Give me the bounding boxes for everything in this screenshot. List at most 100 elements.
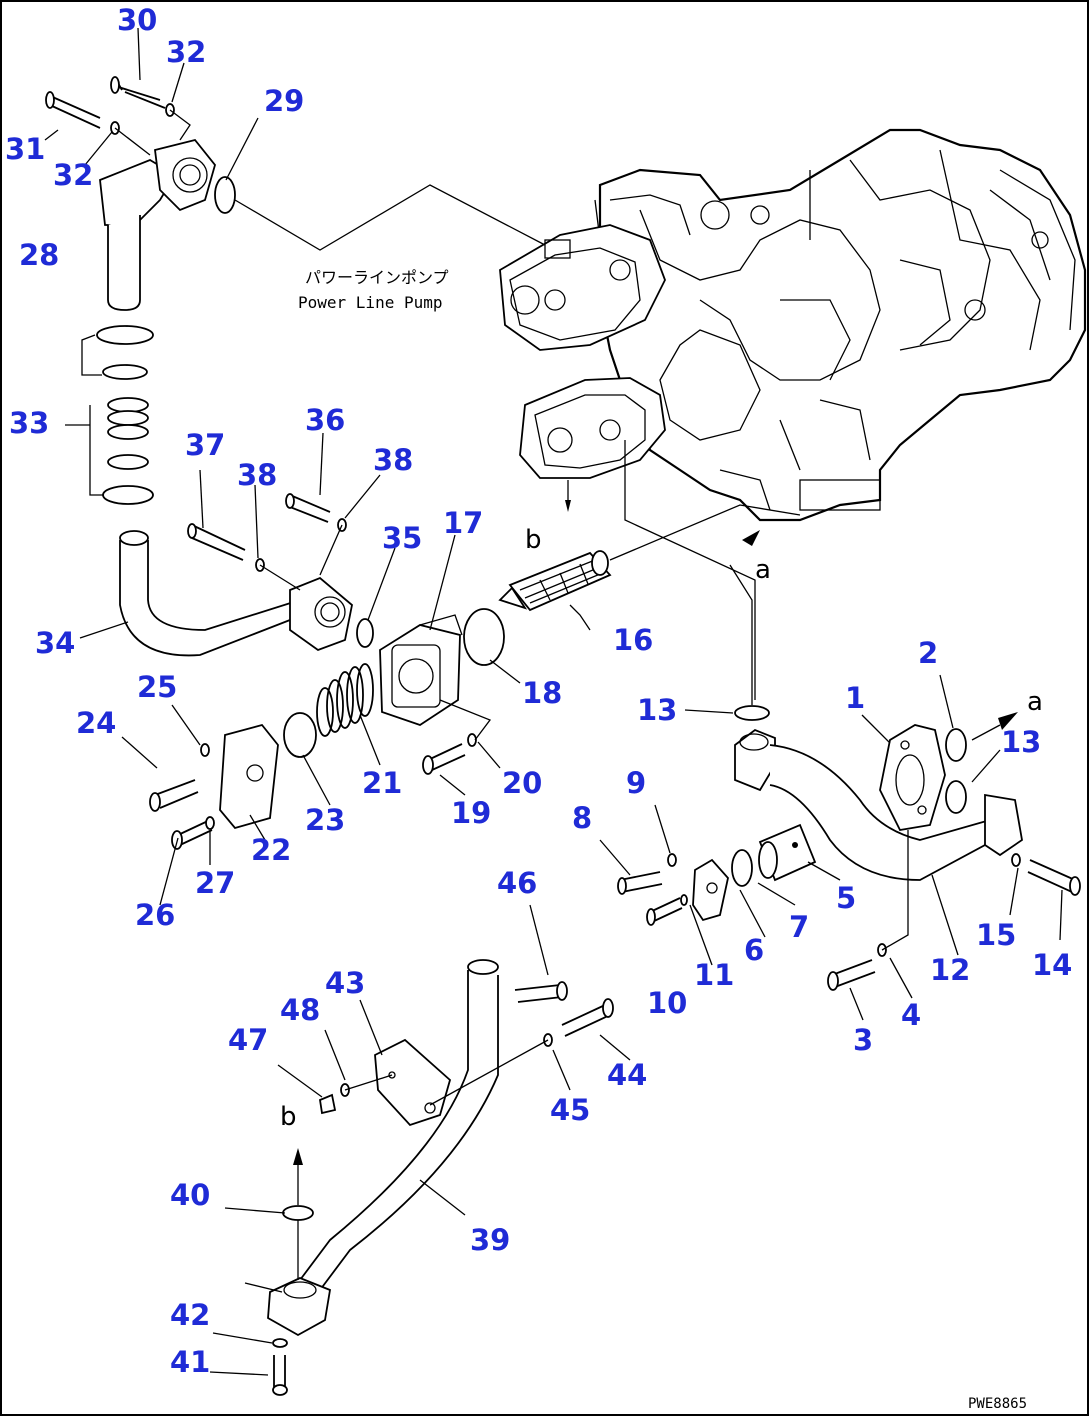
part-22-cover-plate [219,723,279,830]
callout-7: 7 [789,910,809,944]
o-ring-13-center [734,705,770,721]
callout-38-left: 38 [237,458,277,492]
callout-32-left: 32 [53,158,93,192]
drawing-number: PWE8865 [968,1396,1027,1412]
callout-22: 22 [251,833,291,867]
bolt-44 [561,998,614,1037]
callout-44: 44 [607,1058,647,1092]
reference-letter-b-upper: b [525,525,542,555]
callout-27: 27 [195,866,235,900]
part-39-suction-pipe [267,959,499,1337]
o-ring-35 [356,618,374,648]
callout-10: 10 [647,986,687,1020]
transmission-housing [594,128,1087,522]
part-33-hose-clamp-set [65,325,154,505]
callout-34: 34 [35,626,75,660]
callout-26: 26 [135,898,175,932]
callout-14: 14 [1032,948,1072,982]
callout-48: 48 [280,993,320,1027]
bolt-10 [646,897,683,926]
bolt-3 [827,959,876,991]
callout-46: 46 [497,866,537,900]
callout-1: 1 [845,681,865,715]
bolt-8 [617,871,663,895]
callout-11: 11 [694,958,734,992]
part-12-pipe [734,728,1023,881]
callout-8: 8 [572,801,592,835]
bolt-14 [1027,859,1081,896]
bolt-36 [285,493,331,523]
leader-lines [44,27,1063,1376]
bolt-30 [110,76,166,109]
lower-pump [519,377,666,512]
part-1-flange [879,724,946,831]
callout-3: 3 [853,1023,873,1057]
callout-30: 30 [117,3,157,37]
washer-27 [205,816,215,830]
o-ring-2 [945,728,967,762]
callout-43: 43 [325,966,365,1000]
callout-32-top: 32 [166,35,206,69]
washer-20 [467,733,477,747]
callout-15: 15 [976,918,1016,952]
callout-38-right: 38 [373,443,413,477]
callout-33: 33 [9,406,49,440]
callout-36: 36 [305,403,345,437]
nut-47 [319,1093,337,1115]
part-43-bracket [374,1038,452,1127]
callout-17: 17 [443,506,483,540]
callout-12: 12 [930,953,970,987]
callout-40: 40 [170,1178,210,1212]
callout-21: 21 [362,766,402,800]
reference-letter-a-right: a [1027,687,1043,717]
callout-9: 9 [626,766,646,800]
reference-letter-b-lower: b [280,1102,297,1132]
pump-label-en: Power Line Pump [298,293,443,312]
o-ring-40 [282,1205,314,1221]
callout-24: 24 [76,706,116,740]
part-21-spring [316,663,374,737]
callout-45: 45 [550,1093,590,1127]
part-16-strainer [498,550,612,612]
bolt-31 [45,91,101,129]
washer-9 [667,853,677,867]
o-ring-13-right [945,780,967,814]
callout-42: 42 [170,1298,210,1332]
callout-29: 29 [264,84,304,118]
o-ring-7 [731,849,753,887]
bolt-46 [514,981,568,1003]
callout-41: 41 [170,1345,210,1379]
bolt-24 [149,779,199,812]
part-17-strainer-case [379,614,463,726]
washer-25 [200,743,210,757]
pump-label-jp: パワーラインポンプ [305,268,449,287]
callout-37: 37 [185,428,225,462]
part-5-connector [758,823,817,882]
part-6-plate [692,858,729,922]
callout-39: 39 [470,1223,510,1257]
o-ring-29 [214,176,236,214]
bolt-19 [422,743,466,775]
callout-35: 35 [382,521,422,555]
washer-15 [1011,853,1021,867]
bolt-41 [272,1355,288,1396]
callout-4: 4 [901,998,921,1032]
callout-16: 16 [613,623,653,657]
callout-5: 5 [836,881,856,915]
callout-28: 28 [19,238,59,272]
washer-32-left [110,121,120,135]
callout-13-center: 13 [637,693,677,727]
callout-25: 25 [137,670,177,704]
callout-6: 6 [744,933,764,967]
reference-letter-a-center: a [755,555,771,585]
callout-47: 47 [228,1023,268,1057]
callout-19: 19 [451,796,491,830]
callout-13-right: 13 [1001,725,1041,759]
part-34-pipe [119,530,353,657]
washer-11 [680,894,688,906]
callout-18: 18 [522,676,562,710]
o-ring-18 [463,608,505,666]
